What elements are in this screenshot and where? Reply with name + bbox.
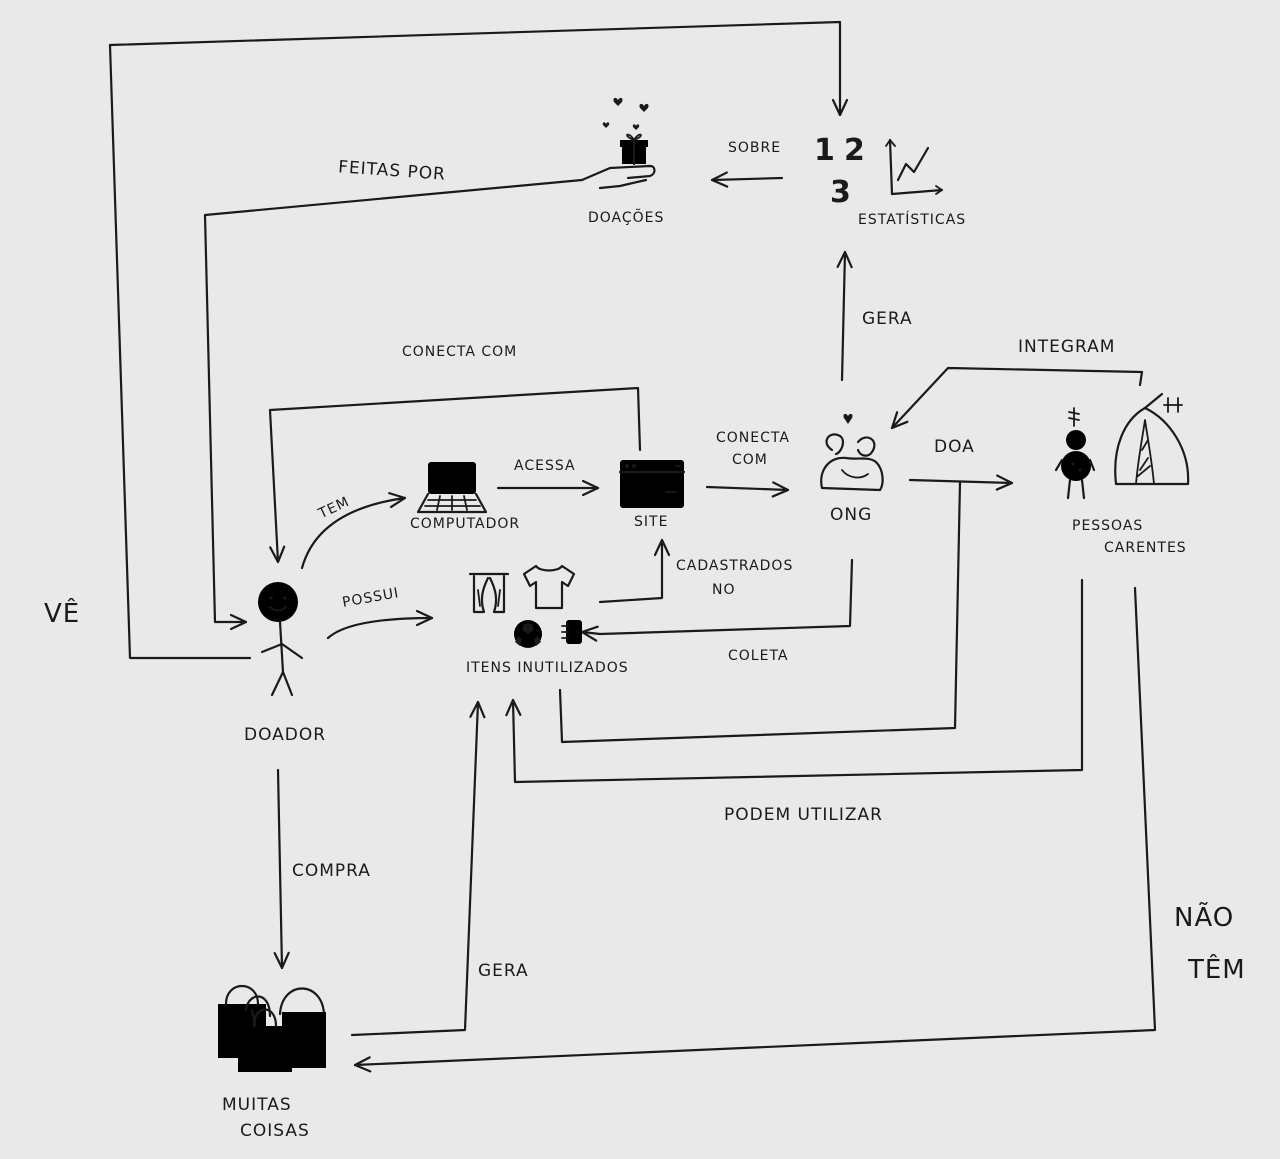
label-podem-utilizar: PODEM UTILIZAR xyxy=(724,805,883,825)
notebook-icon xyxy=(561,620,582,644)
edge-conecta-com-top xyxy=(268,386,642,564)
line-chart-icon xyxy=(885,138,944,196)
stats-number-2: 2 xyxy=(844,133,866,168)
label-gera-itens: GERA xyxy=(478,961,529,981)
label-conecta: CONECTA xyxy=(716,430,790,446)
edge-gera-stats xyxy=(836,250,853,382)
edge-compra xyxy=(273,768,290,970)
node-computador: COMPUTADOR xyxy=(410,516,521,532)
edge-nao-tem xyxy=(353,586,1157,1073)
node-carentes: CARENTES xyxy=(1104,540,1187,556)
edge-possui xyxy=(326,609,434,640)
node-muitas: MUITAS xyxy=(222,1095,292,1115)
node-site: SITE xyxy=(634,514,669,530)
gift-hand-icon xyxy=(580,97,656,190)
node-estatisticas: ESTATÍSTICAS xyxy=(858,212,967,228)
edge-tem xyxy=(300,492,407,570)
label-com: COM xyxy=(732,452,768,468)
tent-icon xyxy=(1114,392,1190,486)
laptop-icon xyxy=(416,462,488,514)
label-nao: NÃO xyxy=(1174,903,1235,933)
doador-figure-icon xyxy=(258,582,304,697)
person-in-need-icon xyxy=(1054,407,1096,500)
edge-podem-utilizar xyxy=(505,578,1084,784)
node-ong: ONG xyxy=(830,505,873,525)
edge-conecta-com-ong xyxy=(705,481,790,498)
label-conecta-com-top: CONECTA COM xyxy=(402,344,518,360)
curtain-icon xyxy=(468,572,510,614)
node-itens-inutilizados: ITENS INUTILIZADOS xyxy=(466,660,629,676)
edge-cadastrados-no xyxy=(598,538,671,604)
edge-feitas-por xyxy=(203,178,584,631)
edge-ve-stats xyxy=(108,20,849,660)
soccer-ball-icon xyxy=(514,620,542,648)
label-sobre: SOBRE xyxy=(728,140,782,156)
stats-number-3: 3 xyxy=(830,175,852,210)
website-icon xyxy=(618,460,686,508)
tshirt-icon xyxy=(522,564,576,610)
label-tem-2: TÊM xyxy=(1188,955,1246,985)
node-doacoes: DOAÇÕES xyxy=(588,210,665,226)
label-no: NO xyxy=(712,582,736,598)
label-compra: COMPRA xyxy=(292,861,371,881)
label-cadastrados: CADASTRADOS xyxy=(676,558,794,574)
label-integram: INTEGRAM xyxy=(1018,337,1116,357)
label-coleta: COLETA xyxy=(728,648,789,664)
shopping-bags-icon xyxy=(218,985,326,1072)
edge-sobre xyxy=(710,171,784,188)
edge-gera-itens xyxy=(350,700,486,1037)
edge-integram xyxy=(890,366,1144,430)
label-ve: VÊ xyxy=(44,599,81,629)
node-coisas: COISAS xyxy=(240,1121,310,1141)
edge-doa xyxy=(908,474,1014,491)
edge-doa-branch xyxy=(558,480,962,744)
ong-hug-icon xyxy=(820,413,884,492)
stats-number-1: 1 xyxy=(814,133,837,168)
node-pessoas: PESSOAS xyxy=(1072,518,1144,534)
node-doador: DOADOR xyxy=(244,725,327,745)
label-gera-stats: GERA xyxy=(862,309,913,329)
label-acessa: ACESSA xyxy=(514,458,576,474)
label-doa: DOA xyxy=(934,437,975,457)
edge-coleta xyxy=(580,558,854,642)
